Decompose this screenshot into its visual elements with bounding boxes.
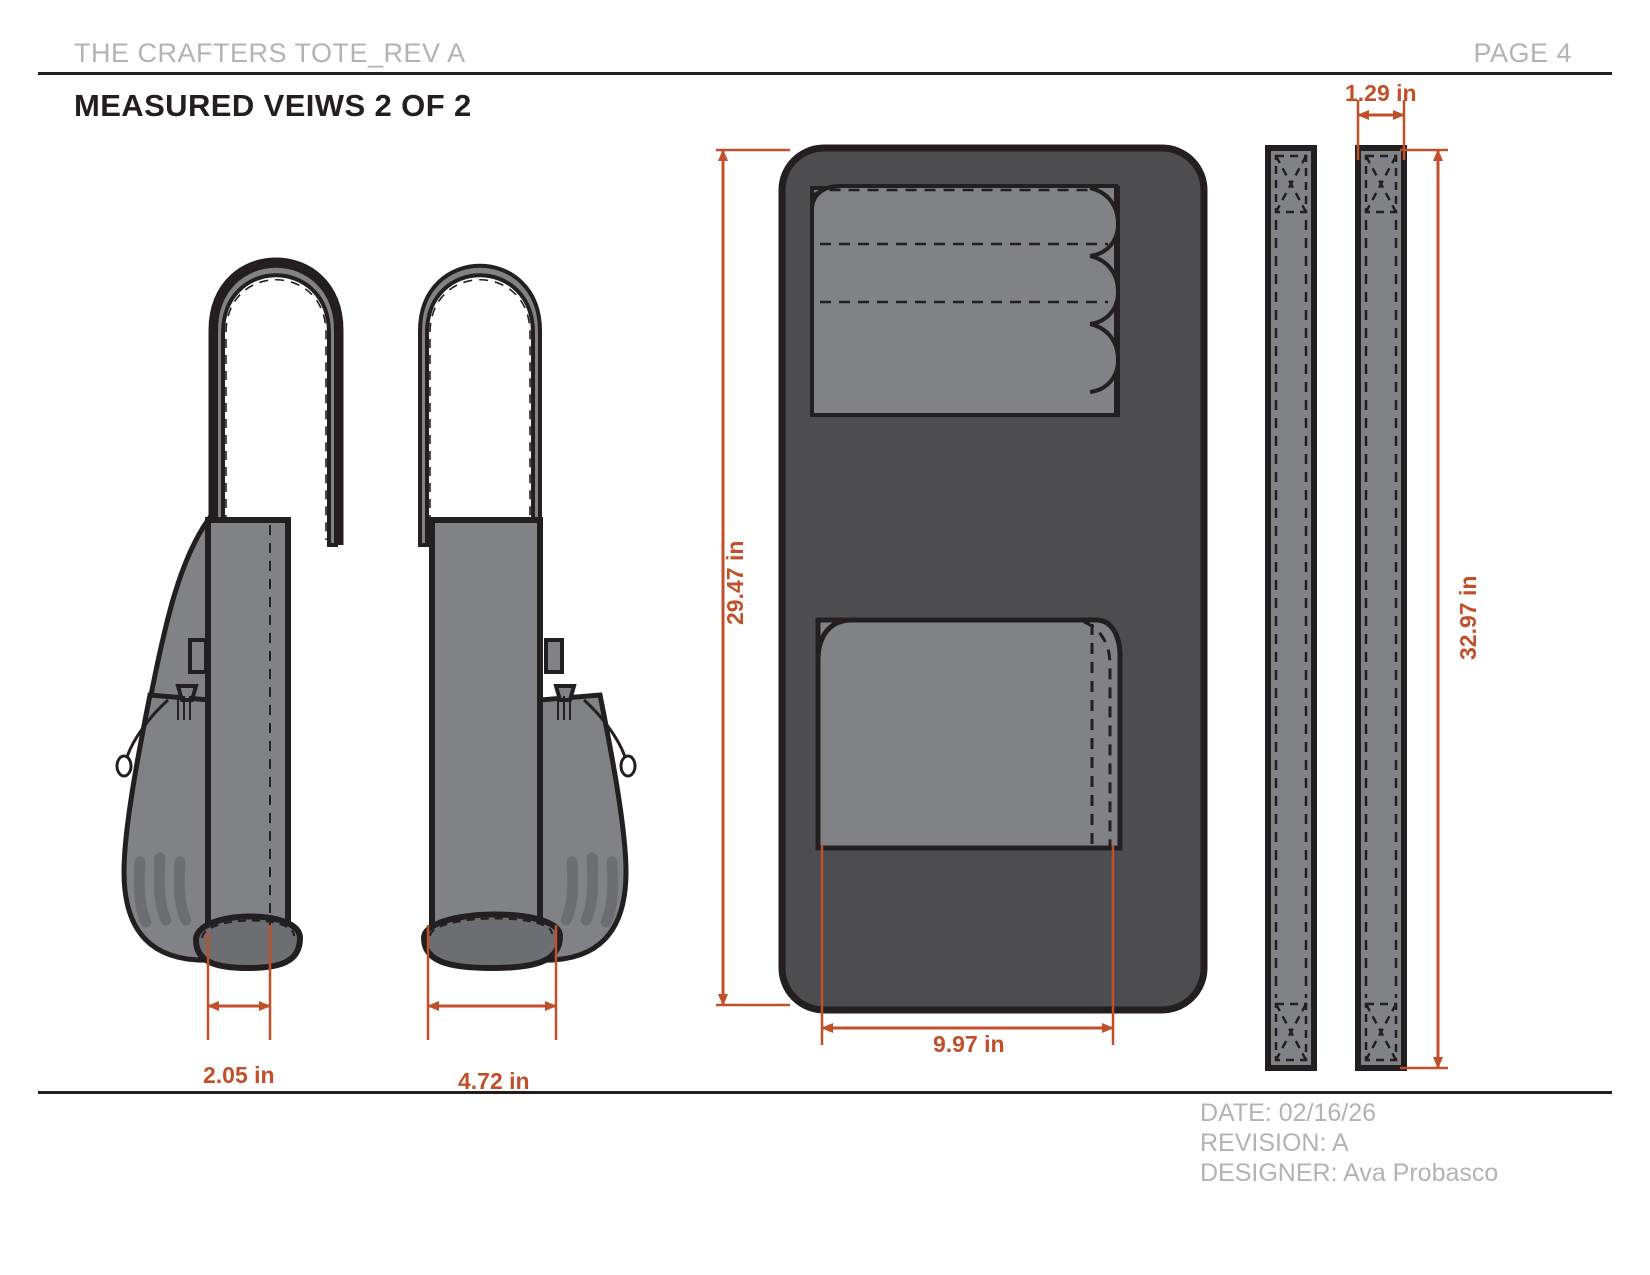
dimension-label-bag-depth: 2.05 in: [203, 1062, 275, 1088]
dimension-label-bag-height-flat: 29.47 in: [722, 540, 748, 625]
dimension-lines: [206, 100, 1448, 1070]
side-view-right-drawing: [418, 263, 637, 972]
strap-detail-drawing: [1265, 145, 1407, 1071]
dimension-label-strap-length: 32.97 in: [1455, 575, 1481, 660]
dimension-label-strap-width: 1.29 in: [1345, 80, 1417, 106]
flat-front-view-drawing: [778, 144, 1208, 1014]
dimension-label-bag-width-flat: 9.97 in: [933, 1031, 1005, 1057]
document-label: THE CRAFTERS TOTE_REV A: [74, 38, 466, 68]
page-title: MEASURED VEIWS 2 OF 2: [74, 88, 472, 123]
footer-date: DATE: 02/16/26: [1200, 1099, 1377, 1127]
dimension-label-bag-width-side: 4.72 in: [458, 1068, 530, 1094]
header-divider-rule: [38, 72, 1612, 75]
footer-designer: DESIGNER: Ava Probasco: [1200, 1159, 1499, 1187]
side-view-left-drawing: [115, 257, 344, 972]
footer-revision: REVISION: A: [1200, 1129, 1349, 1157]
footer-metadata: DATE: 02/16/26 REVISION: A DESIGNER: Ava…: [1200, 1098, 1498, 1188]
page-number-label: PAGE 4: [1473, 38, 1572, 68]
footer-divider-rule: [38, 1091, 1612, 1094]
